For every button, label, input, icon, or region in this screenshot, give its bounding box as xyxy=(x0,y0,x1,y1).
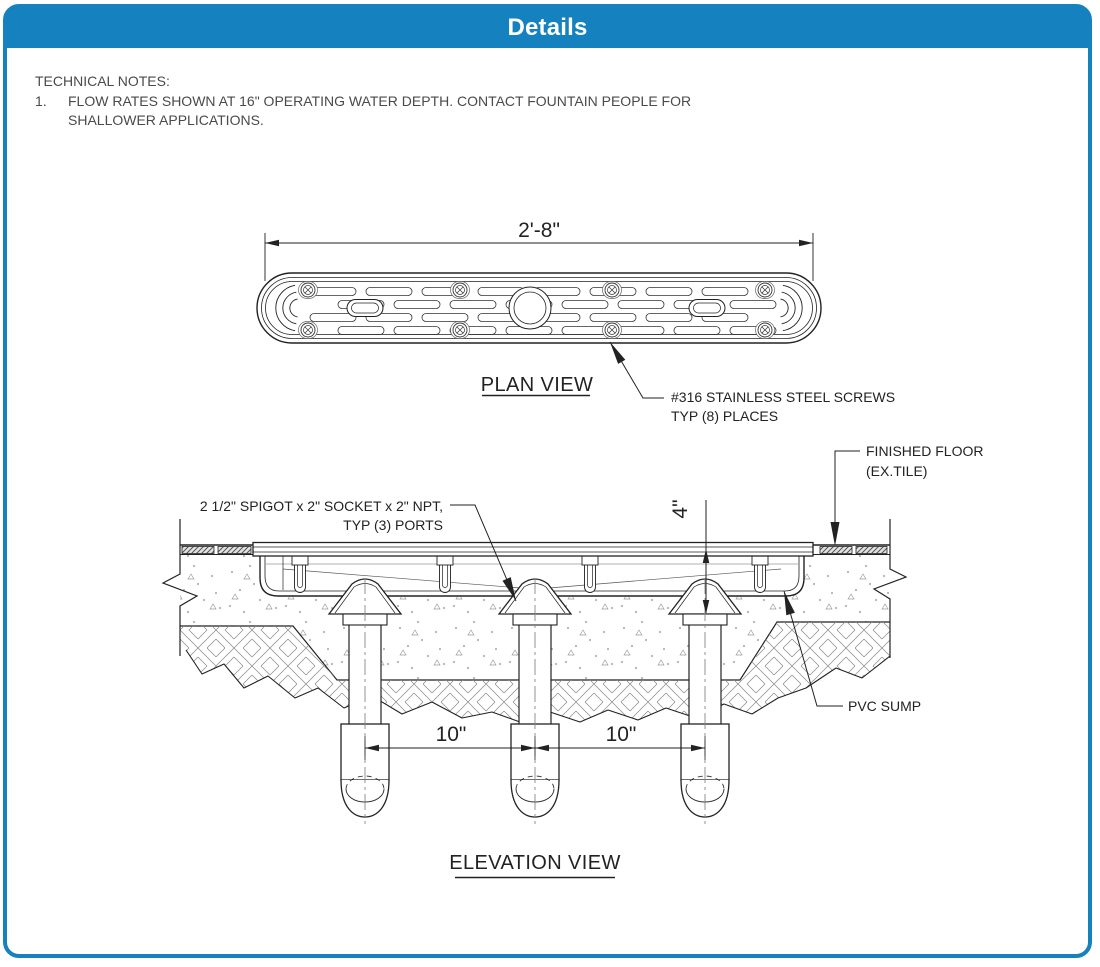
plan-view: 2'-8" xyxy=(256,219,895,424)
plan-width-dimension xyxy=(264,233,814,281)
port-callout-line1: 2 1/2" SPIGOT x 2" SOCKET x 2" NPT, xyxy=(200,498,443,514)
elevation-view: 4" 10" 10" 2 1/2" SPIGOT x 2" SOCKET x 2… xyxy=(161,443,983,879)
screw-callout-line1: #316 STAINLESS STEEL SCREWS xyxy=(671,389,895,405)
plan-view-title: PLAN VIEW xyxy=(481,374,594,396)
pvc-sump-arrow-icon xyxy=(784,591,795,616)
port-callout: 2 1/2" SPIGOT x 2" SOCKET x 2" NPT, TYP … xyxy=(200,498,517,602)
page-title: Details xyxy=(507,13,588,41)
port-callout-line2: TYP (3) PORTS xyxy=(343,517,443,533)
title-bar: Details xyxy=(6,7,1089,48)
note-line: FLOW RATES SHOWN AT 16" OPERATING WATER … xyxy=(68,93,692,109)
depth-dimension: 4" xyxy=(669,499,710,614)
note-line: SHALLOWER APPLICATIONS. xyxy=(68,112,264,128)
finished-floor xyxy=(180,541,890,557)
screw-callout: #316 STAINLESS STEEL SCREWS TYP (8) PLAC… xyxy=(609,341,895,424)
depth-dimension-text: 4" xyxy=(669,499,692,518)
grate-end-arcs xyxy=(275,284,803,332)
port-callout-arrow-icon xyxy=(502,577,516,601)
drain-grate xyxy=(256,272,822,344)
pvc-sump-label: PVC SUMP xyxy=(848,698,921,714)
grate-port-bosses xyxy=(346,286,726,330)
screw-callout-line2: TYP (8) PLACES xyxy=(671,408,778,424)
finished-floor-line2: (EX.TILE) xyxy=(866,463,927,479)
port-spacing-dimensions: 10" 10" xyxy=(364,723,706,760)
left-break-line xyxy=(161,519,199,656)
finished-floor-callout: FINISHED FLOOR (EX.TILE) xyxy=(830,443,983,546)
port-spacing-right-text: 10" xyxy=(606,723,637,746)
notes-heading: TECHNICAL NOTES: xyxy=(35,73,170,89)
pvc-sump-callout: PVC SUMP xyxy=(783,590,921,714)
note-number: 1. xyxy=(35,93,47,109)
floor-tiles xyxy=(181,546,888,554)
port-spacing-left-text: 10" xyxy=(436,723,467,746)
finished-floor-arrow-icon xyxy=(830,522,840,546)
technical-notes: TECHNICAL NOTES: 1. FLOW RATES SHOWN AT … xyxy=(35,72,691,130)
grate-bar-section xyxy=(252,541,814,557)
elevation-view-title: ELEVATION VIEW xyxy=(449,852,621,874)
right-break-line xyxy=(872,519,908,658)
plan-width-dimension-text: 2'-8" xyxy=(518,219,560,242)
screw-callout-arrow-icon xyxy=(610,342,626,364)
finished-floor-line1: FINISHED FLOOR xyxy=(866,443,983,459)
